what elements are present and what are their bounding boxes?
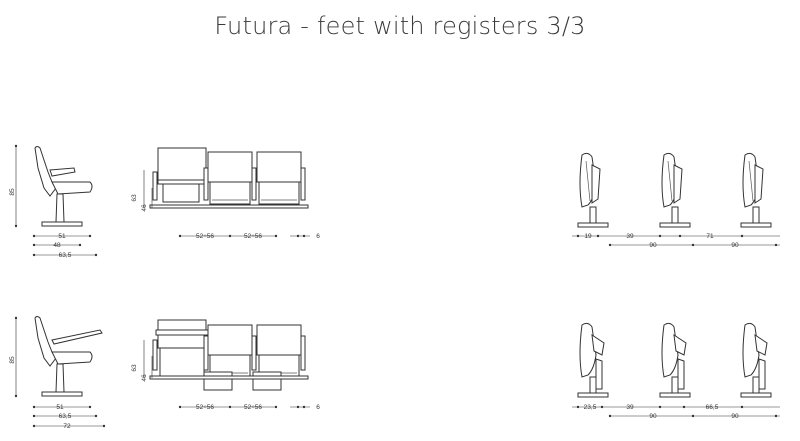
dim-6: 6 bbox=[316, 233, 320, 240]
front-view-row bbox=[149, 147, 309, 209]
folded-chair-tablet-2 bbox=[659, 322, 691, 398]
dim-height-85: 85 bbox=[9, 188, 16, 196]
dim-90-a: 90 bbox=[649, 242, 657, 249]
dim-52-56-c: 52÷56 bbox=[196, 404, 214, 411]
dim-48: 48 bbox=[53, 242, 61, 249]
dim-52-56-a: 52÷56 bbox=[196, 233, 214, 240]
dim-51-b: 51 bbox=[56, 404, 64, 411]
dim-63: 63 bbox=[131, 194, 138, 202]
folded-chair-1 bbox=[577, 152, 609, 228]
dim-90-c: 90 bbox=[649, 413, 657, 420]
page-title: Futura - feet with registers 3/3 bbox=[214, 12, 586, 40]
folded-chair-2 bbox=[659, 152, 691, 228]
dim-46: 46 bbox=[141, 204, 148, 212]
folded-chair-tablet-1 bbox=[577, 322, 609, 398]
dim-46-b: 46 bbox=[141, 374, 148, 382]
dim-66-5: 66,5 bbox=[706, 404, 719, 411]
dim-90-d: 90 bbox=[731, 413, 739, 420]
side-view-chair-tablet bbox=[34, 316, 103, 397]
front-view-row-tablet bbox=[149, 319, 309, 391]
folded-chair-tablet-3 bbox=[740, 322, 772, 398]
dim-63-b: 63 bbox=[131, 364, 138, 372]
dim-height-85-b: 85 bbox=[9, 356, 16, 364]
dim-6-b: 6 bbox=[316, 404, 320, 411]
dim-19: 19 bbox=[584, 233, 592, 240]
dim-39-b: 39 bbox=[626, 404, 634, 411]
dim-39: 39 bbox=[626, 233, 634, 240]
dim-51: 51 bbox=[58, 233, 66, 240]
dim-23-5: 23,5 bbox=[584, 404, 597, 411]
dim-71: 71 bbox=[706, 233, 714, 240]
dim-63-5-b: 63,5 bbox=[59, 413, 72, 420]
folded-chair-3 bbox=[740, 152, 772, 228]
side-view-chair bbox=[34, 146, 93, 227]
dim-90-b: 90 bbox=[731, 242, 739, 249]
dim-72: 72 bbox=[63, 423, 71, 430]
dim-63-5: 63,5 bbox=[59, 252, 72, 259]
dim-52-56-b: 52÷56 bbox=[244, 233, 262, 240]
dim-52-56-d: 52÷56 bbox=[244, 404, 262, 411]
